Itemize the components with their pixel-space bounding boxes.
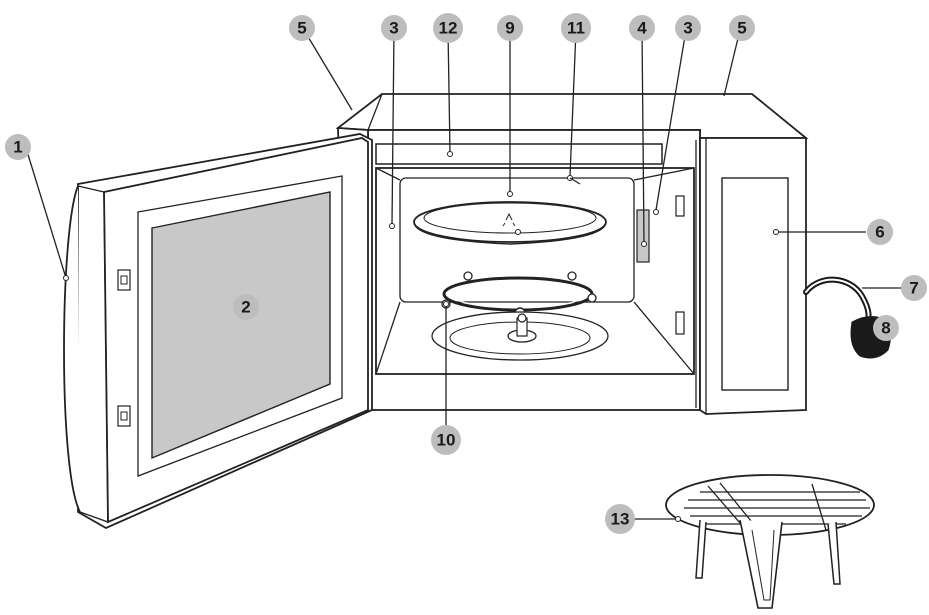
label-1: 1: [13, 138, 22, 157]
label-8: 8: [881, 319, 890, 338]
waveguide-cover: [636, 209, 650, 263]
door-hook-lower: [117, 405, 131, 427]
oven-cavity: [375, 140, 697, 408]
turntable-floor: [431, 311, 609, 361]
badge-1: 1: [5, 134, 31, 160]
leader-lines: [25, 29, 904, 522]
grill-rack: [665, 474, 875, 609]
grill-heater: [375, 143, 663, 165]
badge-9: 9: [497, 15, 523, 41]
roller-ring: [441, 271, 597, 319]
badge-10: 10: [431, 425, 461, 455]
badge-6: 6: [867, 219, 893, 245]
badge-3-right: 3: [675, 15, 701, 41]
glass-tray: [413, 201, 607, 245]
label-13: 13: [611, 510, 630, 529]
label-11: 11: [567, 19, 585, 38]
badge-5-left: 5: [289, 15, 315, 41]
label-12: 12: [439, 19, 458, 38]
badge-2: 2: [233, 294, 259, 320]
oven-door: [63, 133, 373, 530]
latch-slot-upper: [675, 195, 685, 217]
label-10: 10: [437, 431, 456, 450]
label-6: 6: [875, 223, 884, 242]
label-4: 4: [637, 19, 647, 38]
badge-4: 4: [629, 15, 655, 41]
label-5-left: 5: [297, 19, 306, 38]
label-2: 2: [241, 298, 250, 317]
door-hook-upper: [117, 269, 131, 291]
badge-7: 7: [901, 275, 927, 301]
control-panel: [699, 137, 807, 415]
badge-5-right: 5: [729, 15, 755, 41]
badge-3-left: 3: [381, 15, 407, 41]
badge-13: 13: [605, 504, 635, 534]
latch-slot-lower: [675, 311, 685, 335]
door-window: [151, 191, 331, 460]
badge-8: 8: [873, 315, 899, 341]
badge-11: 11: [561, 13, 591, 43]
badge-12: 12: [433, 13, 463, 43]
label-9: 9: [505, 19, 514, 38]
label-5-right: 5: [737, 19, 746, 38]
label-3-left: 3: [389, 19, 398, 38]
label-3-right: 3: [683, 19, 692, 38]
label-7: 7: [909, 279, 918, 298]
